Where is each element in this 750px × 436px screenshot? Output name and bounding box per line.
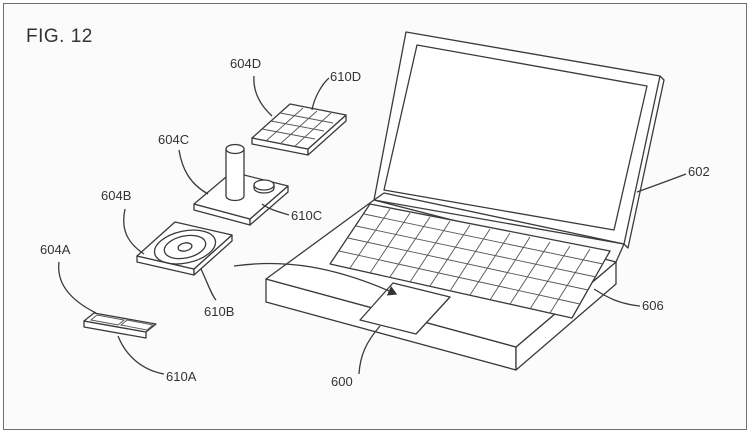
figure-drawing: 604A 610A 604B 610B 604C 610C 604D 610D … (40, 31, 710, 389)
device-604d-keypad (251, 103, 347, 156)
laptop-keyboard (329, 203, 611, 319)
leader-lines (58, 75, 687, 375)
laptop-screen (373, 31, 665, 249)
mapping-arrow (233, 262, 398, 296)
label-604d: 604D (230, 56, 261, 71)
label-610c: 610C (291, 208, 322, 223)
label-604c: 604C (158, 132, 189, 147)
trackpad (359, 282, 451, 335)
patent-figure: FIG. 12 (3, 3, 747, 430)
label-604a: 604A (40, 242, 71, 257)
device-604c-joystick (193, 143, 289, 226)
device-604b-scroll-wheel (136, 221, 233, 276)
label-600: 600 (331, 374, 353, 389)
device-604a-button-strip (83, 312, 157, 339)
label-602: 602 (688, 164, 710, 179)
label-604b: 604B (101, 188, 131, 203)
label-610b: 610B (204, 304, 234, 319)
label-610d: 610D (330, 69, 361, 84)
label-610a: 610A (166, 369, 197, 384)
label-606: 606 (642, 298, 664, 313)
figure-title: FIG. 12 (26, 26, 93, 47)
laptop-computer (265, 31, 665, 371)
